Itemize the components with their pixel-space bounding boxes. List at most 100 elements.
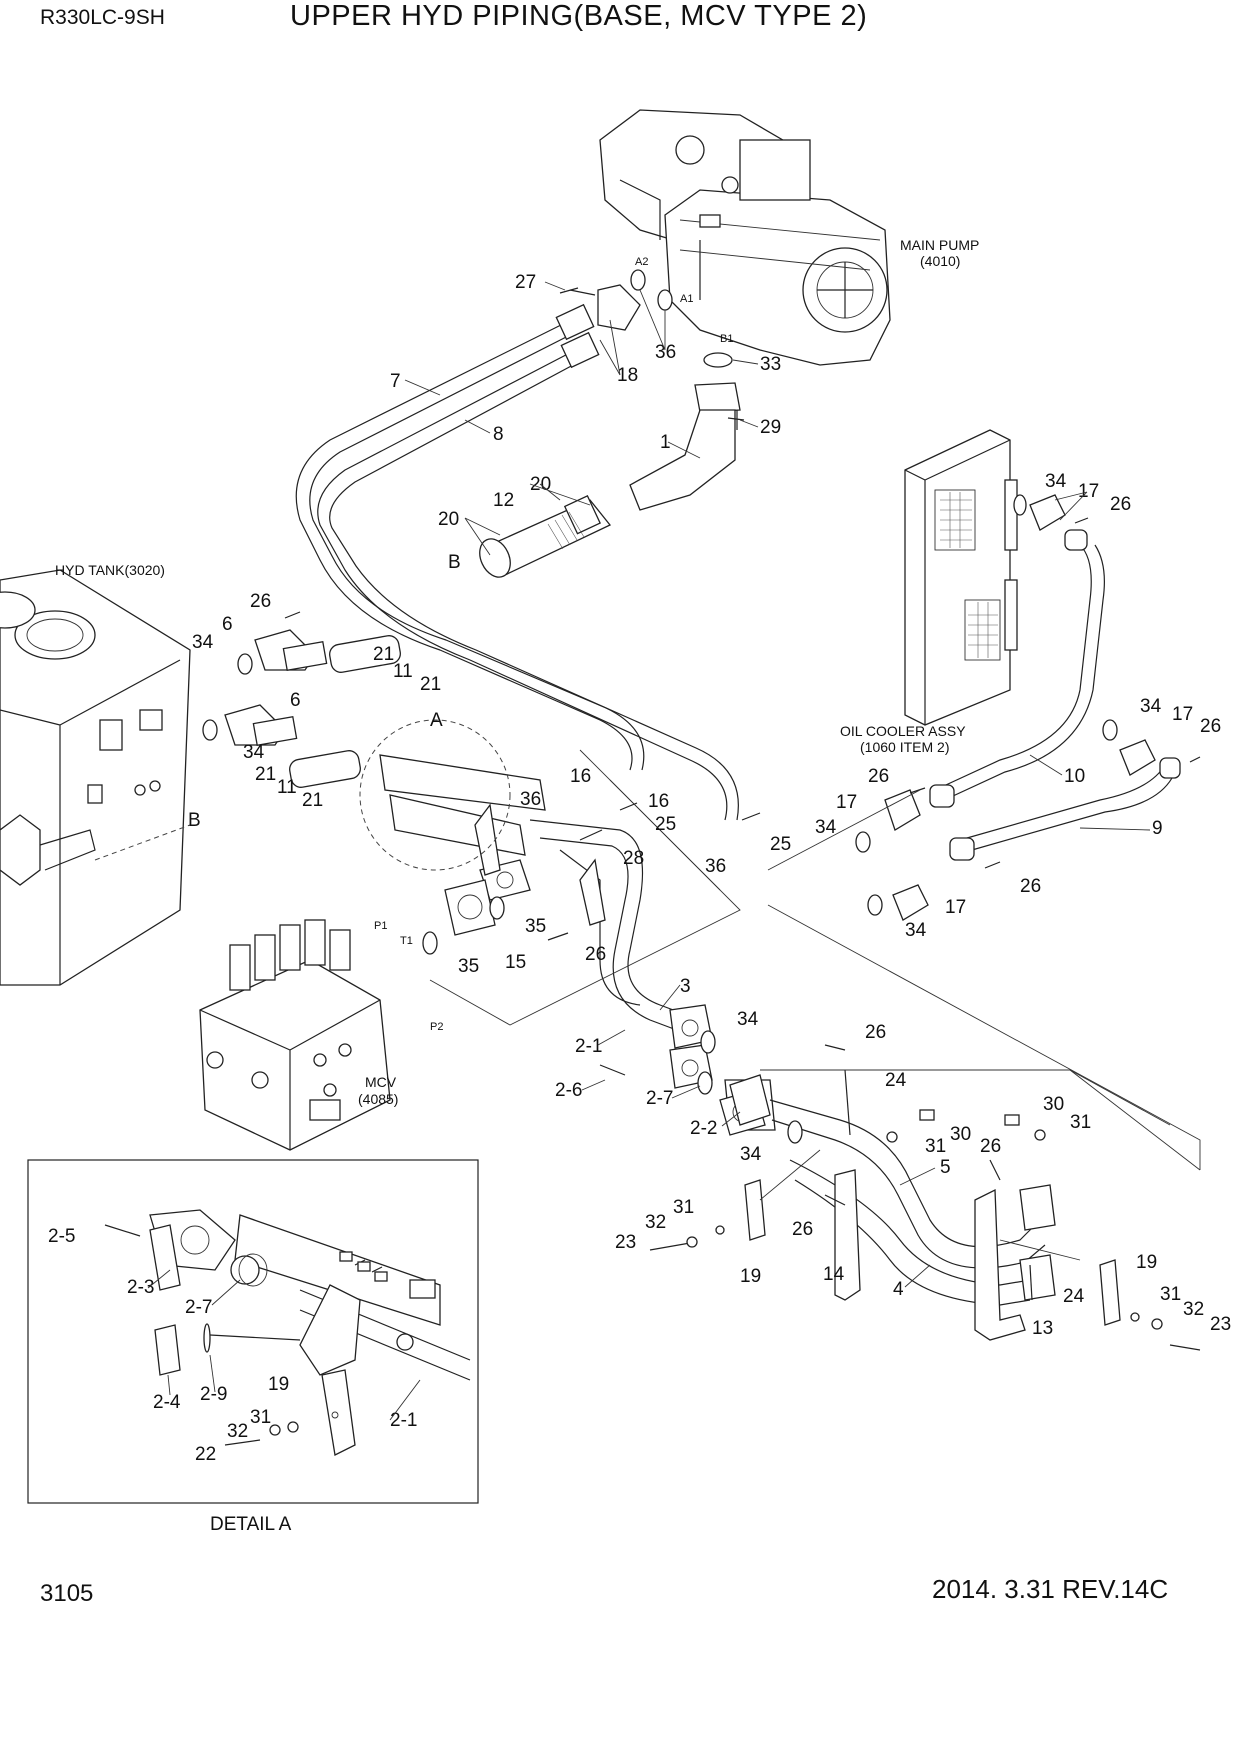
- callout-35b: 35: [458, 956, 479, 977]
- main-pump-code: (4010): [920, 253, 960, 269]
- hose-12: [479, 495, 612, 578]
- callout-21d: 21: [302, 790, 323, 811]
- callout-17b: 17: [1172, 704, 1193, 725]
- oil-cooler-code: (1060 ITEM 2): [860, 739, 949, 755]
- oring-35-icon: [489, 896, 505, 920]
- detail-callout-2-9: 2-9: [200, 1384, 227, 1405]
- callout-17c: 17: [836, 792, 857, 813]
- callout-36b: 36: [520, 789, 541, 810]
- callout-13: 13: [1032, 1318, 1053, 1339]
- callout-21a: 21: [373, 644, 394, 665]
- callout-34f: 34: [905, 920, 927, 941]
- callout-26h: 26: [980, 1136, 1001, 1157]
- detail-a-circle: [359, 719, 511, 871]
- port-p2-label: P2: [430, 1021, 443, 1033]
- callout-2-7: 2-7: [646, 1088, 673, 1109]
- callout-17d: 17: [945, 897, 966, 918]
- callout-25a: 25: [655, 814, 676, 835]
- flange-17c-icon: [884, 789, 921, 831]
- callout-35a: 35: [525, 916, 546, 937]
- callout-29: 29: [760, 417, 781, 438]
- callout-19b: 19: [1136, 1252, 1157, 1273]
- revision-date: 2014. 3.31 REV.14C: [932, 1574, 1169, 1604]
- port-a2-label: A2: [635, 256, 648, 268]
- page-number: 3105: [40, 1580, 94, 1607]
- callout-6a: 6: [222, 614, 233, 635]
- port-a1-label: A1: [680, 293, 693, 305]
- hose-9-10: [929, 529, 1181, 861]
- callout-26e: 26: [1020, 876, 1041, 897]
- port-p1-label: P1: [374, 920, 387, 932]
- flange-15-icon: [444, 879, 496, 936]
- callout-21b: 21: [420, 674, 441, 695]
- callout-34c: 34: [1045, 471, 1067, 492]
- oring-34-icon: [1013, 494, 1027, 516]
- flange-elbow-1-icon: [694, 382, 741, 413]
- callout-17a: 17: [1078, 481, 1099, 502]
- callout-labels: 1 2-1 2-2 2-6 2-7 3 4 5 6 6 7 8 9 10 11 …: [188, 272, 1231, 1339]
- callout-31d: 31: [1160, 1284, 1181, 1305]
- callout-7: 7: [390, 371, 401, 392]
- callout-31c: 31: [673, 1197, 694, 1218]
- detail-callout-22: 22: [195, 1444, 216, 1465]
- callout-34g: 34: [737, 1009, 759, 1030]
- callout-11b: 11: [277, 777, 297, 798]
- flange-17b-icon: [1119, 739, 1156, 776]
- oring-2-7-icon: [697, 1071, 713, 1095]
- callout-34d: 34: [1140, 696, 1162, 717]
- callout-24a: 24: [885, 1070, 907, 1091]
- page-title: UPPER HYD PIPING(BASE, MCV TYPE 2): [290, 0, 868, 32]
- callout-34b: 34: [243, 742, 265, 763]
- port-t1-label: T1: [400, 935, 413, 947]
- callout-26f: 26: [585, 944, 606, 965]
- callout-9: 9: [1152, 818, 1163, 839]
- clamp-19b-icon: [1099, 1259, 1121, 1326]
- detail-callout-32: 32: [227, 1421, 248, 1442]
- callout-26g: 26: [865, 1022, 886, 1043]
- callout-26d: 26: [868, 766, 889, 787]
- hose-7-8: [295, 303, 739, 821]
- detail-a-box: [27, 1159, 479, 1504]
- callout-11a: 11: [393, 661, 413, 682]
- callout-26c: 26: [1200, 716, 1221, 737]
- port-b1-label: B1: [720, 333, 733, 345]
- callout-23b: 23: [1210, 1314, 1231, 1335]
- oring-34f-icon: [700, 1030, 716, 1054]
- oring-34c-icon: [855, 831, 871, 853]
- callout-8: 8: [493, 424, 504, 445]
- callout-5: 5: [940, 1157, 951, 1178]
- oring-34b-icon: [1102, 719, 1118, 741]
- detail-a-callouts: 2-5 2-3 2-7 2-4 2-9 19 32 31 22 2-1: [48, 1226, 421, 1465]
- ref-b-line: [94, 824, 191, 861]
- tank-fittings: [202, 629, 401, 788]
- oring-35b-icon: [422, 931, 438, 955]
- hyd-tank-drawing: [0, 569, 191, 986]
- oil-cooler-label: OIL COOLER ASSY: [840, 723, 966, 739]
- callout-1: 1: [660, 432, 671, 453]
- detail-a-label: DETAIL A: [210, 1514, 292, 1535]
- detail-callout-2-5: 2-5: [48, 1226, 75, 1247]
- callout-14: 14: [823, 1264, 845, 1285]
- model-number: R330LC-9SH: [40, 6, 165, 29]
- callout-2-1: 2-1: [575, 1036, 602, 1057]
- detail-callout-2-4: 2-4: [153, 1392, 181, 1413]
- callout-10: 10: [1064, 766, 1085, 787]
- oring-34e-icon: [787, 1120, 803, 1144]
- reference-lines: [429, 749, 1201, 1261]
- hardware: [284, 287, 1201, 1351]
- callout-4: 4: [893, 1279, 904, 1300]
- oring-36b-icon: [657, 289, 673, 311]
- callout-21c: 21: [255, 764, 276, 785]
- callout-34e: 34: [815, 817, 837, 838]
- callout-b-hose: B: [448, 552, 461, 573]
- detail-callout-2-1: 2-1: [390, 1410, 417, 1431]
- mcv-drawing: [199, 919, 391, 1151]
- detail-a-marker: A: [430, 710, 443, 731]
- mcv-code: (4085): [358, 1091, 398, 1107]
- oil-cooler-drawing: [904, 429, 1018, 726]
- callout-36a: 36: [655, 342, 676, 363]
- callout-20b: 20: [438, 509, 459, 530]
- callout-28: 28: [623, 848, 644, 869]
- callout-15: 15: [505, 952, 526, 973]
